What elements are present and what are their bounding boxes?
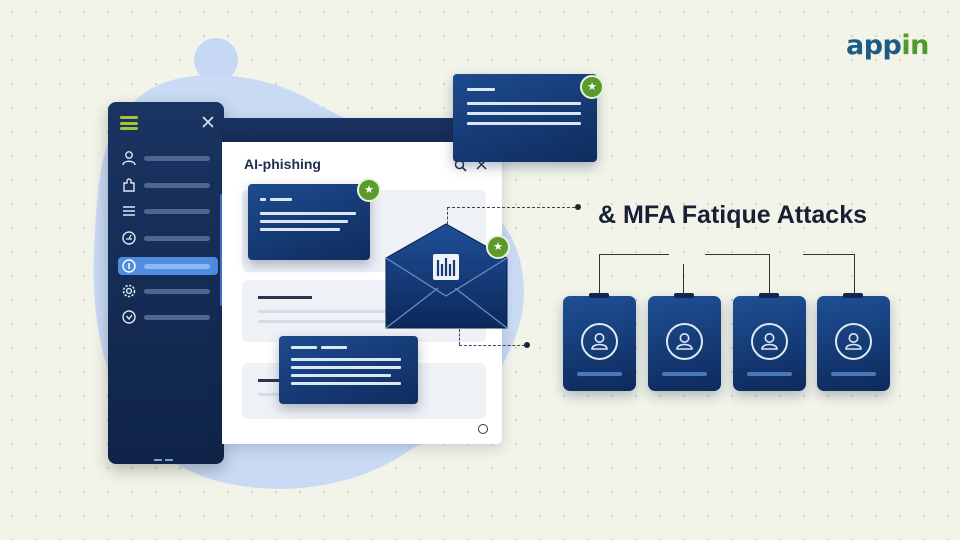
user-icon bbox=[581, 323, 618, 360]
logo-part-1: app bbox=[846, 30, 902, 61]
tree-line bbox=[769, 254, 771, 294]
close-icon[interactable] bbox=[200, 114, 216, 130]
sidebar-item-placeholder bbox=[144, 156, 210, 161]
badge-clip bbox=[589, 293, 609, 298]
badge-clip bbox=[674, 293, 694, 298]
sidebar-item-placeholder bbox=[144, 289, 210, 294]
tree-line bbox=[599, 254, 669, 256]
tree-line bbox=[854, 254, 856, 294]
user-icon bbox=[835, 323, 872, 360]
user-icon bbox=[666, 323, 703, 360]
sidebar bbox=[108, 102, 224, 464]
badge-clip bbox=[759, 293, 779, 298]
puzzle-icon bbox=[123, 178, 135, 192]
connector-line bbox=[447, 207, 575, 208]
sidebar-item-placeholder bbox=[144, 183, 210, 188]
user-id-badge[interactable] bbox=[648, 293, 721, 391]
sidebar-item-placeholder bbox=[144, 209, 210, 214]
verified-badge-icon: ★ bbox=[580, 75, 604, 99]
sidebar-item-settings[interactable] bbox=[118, 282, 218, 300]
appin-logo: appin bbox=[846, 30, 929, 62]
sidebar-item-placeholder bbox=[144, 264, 210, 269]
tree-line bbox=[705, 254, 769, 256]
verified-badge-icon: ★ bbox=[486, 235, 510, 259]
verified-badge-icon: ★ bbox=[357, 178, 381, 202]
gear-icon bbox=[122, 284, 136, 298]
sidebar-item-placeholder bbox=[144, 236, 210, 241]
sidebar-item-user[interactable] bbox=[118, 149, 218, 167]
sidebar-item-history[interactable] bbox=[118, 308, 218, 326]
gauge-icon bbox=[122, 231, 136, 245]
phishing-email-card[interactable] bbox=[279, 336, 418, 404]
headline: & MFA Fatique Attacks bbox=[598, 201, 868, 229]
connector-line bbox=[447, 207, 448, 229]
tree-line bbox=[599, 254, 601, 294]
user-id-badge[interactable] bbox=[817, 293, 890, 391]
sidebar-pager bbox=[154, 448, 178, 461]
badge-name-placeholder bbox=[662, 372, 707, 376]
badge-clip bbox=[843, 293, 863, 298]
user-icon bbox=[122, 151, 136, 166]
sidebar-item-puzzle[interactable] bbox=[118, 176, 218, 194]
badge-name-placeholder bbox=[577, 372, 622, 376]
clock-icon bbox=[122, 310, 136, 324]
sidebar-item-gauge[interactable] bbox=[118, 229, 218, 247]
notification-popup-card[interactable] bbox=[453, 74, 597, 162]
window-title: AI-phishing bbox=[244, 156, 321, 172]
hamburger-menu-icon[interactable] bbox=[120, 116, 138, 130]
phishing-email-card[interactable] bbox=[248, 184, 370, 260]
tree-line bbox=[803, 254, 854, 256]
user-id-badge[interactable] bbox=[563, 293, 636, 391]
badge-name-placeholder bbox=[747, 372, 792, 376]
envelope-icon[interactable] bbox=[384, 222, 509, 330]
logo-part-2: in bbox=[901, 30, 929, 61]
home-circle-icon[interactable] bbox=[478, 424, 488, 434]
connector-line bbox=[459, 345, 525, 346]
user-id-badge[interactable] bbox=[733, 293, 806, 391]
list-icon bbox=[123, 206, 135, 216]
tree-line bbox=[683, 264, 685, 294]
sidebar-item-placeholder bbox=[144, 315, 210, 320]
info-icon bbox=[122, 259, 136, 273]
user-icon bbox=[751, 323, 788, 360]
sidebar-item-info[interactable] bbox=[118, 257, 218, 275]
sidebar-item-list[interactable] bbox=[118, 202, 218, 220]
badge-name-placeholder bbox=[831, 372, 876, 376]
sidebar-scrollbar[interactable] bbox=[220, 194, 223, 306]
connector-dot bbox=[575, 204, 581, 210]
connector-dot bbox=[524, 342, 530, 348]
connector-line bbox=[459, 329, 460, 345]
